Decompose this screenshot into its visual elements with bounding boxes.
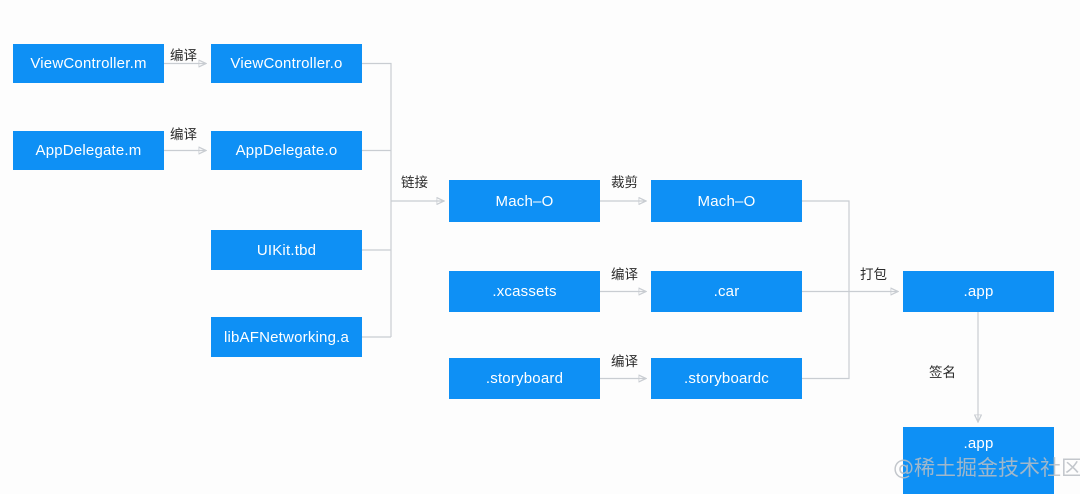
- edge-label-compile-xcassets: 编译: [611, 267, 638, 283]
- node-label: .app: [963, 283, 994, 300]
- node-label: AppDelegate.m: [35, 142, 142, 159]
- node-uikit-tbd[interactable]: UIKit.tbd: [211, 230, 362, 270]
- node-label: AppDelegate.o: [235, 142, 338, 159]
- node-app-signed[interactable]: .app: [903, 427, 1054, 494]
- watermark: @稀土掘金技术社区: [893, 456, 1080, 480]
- edge-label-link: 链接: [401, 175, 428, 191]
- node-mach-o-linked[interactable]: Mach–O: [449, 180, 600, 222]
- node-car[interactable]: .car: [651, 271, 802, 312]
- node-label: .car: [713, 283, 740, 300]
- node-label: libAFNetworking.a: [223, 328, 350, 346]
- edge-label-package: 打包: [860, 267, 887, 283]
- node-appdelegate-o[interactable]: AppDelegate.o: [211, 131, 362, 170]
- edge-label-compile-viewcontroller: 编译: [170, 48, 197, 64]
- node-libafnetworking-a[interactable]: libAFNetworking.a: [211, 317, 362, 357]
- node-label: Mach–O: [697, 192, 756, 210]
- node-mach-o-stripped[interactable]: Mach–O: [651, 180, 802, 222]
- node-storyboardc[interactable]: .storyboardc: [651, 358, 802, 399]
- node-label: .storyboardc: [684, 370, 769, 387]
- edge-label-strip: 裁剪: [611, 175, 638, 191]
- node-label: .app: [963, 435, 994, 452]
- node-label: .xcassets: [492, 283, 557, 300]
- node-label: ViewController.o: [230, 55, 343, 72]
- node-app-packaged[interactable]: .app: [903, 271, 1054, 312]
- node-label: ViewController.m: [30, 55, 147, 72]
- node-viewcontroller-o[interactable]: ViewController.o: [211, 44, 362, 83]
- node-storyboard[interactable]: .storyboard: [449, 358, 600, 399]
- node-viewcontroller-m[interactable]: ViewController.m: [13, 44, 164, 83]
- edge-label-compile-appdelegate: 编译: [170, 127, 197, 143]
- edge-label-sign: 签名: [929, 365, 956, 381]
- node-label: Mach–O: [495, 192, 554, 210]
- edge-label-compile-storyboard: 编译: [611, 354, 638, 370]
- node-appdelegate-m[interactable]: AppDelegate.m: [13, 131, 164, 170]
- node-label: UIKit.tbd: [256, 241, 317, 259]
- node-xcassets[interactable]: .xcassets: [449, 271, 600, 312]
- node-label: .storyboard: [485, 370, 564, 387]
